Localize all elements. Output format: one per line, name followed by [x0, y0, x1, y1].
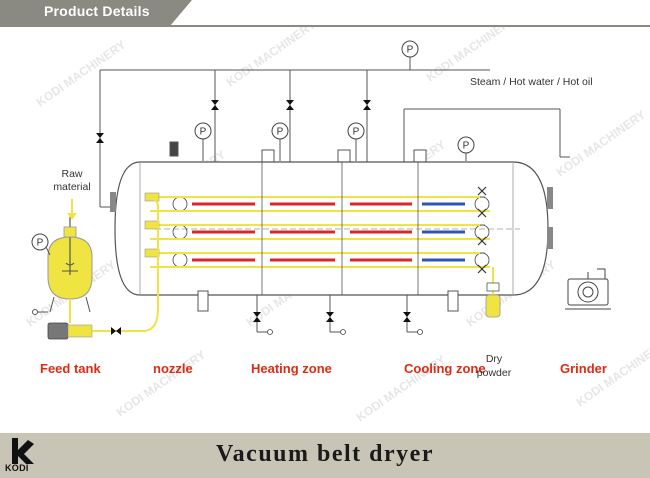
svg-text:KODI MACHINERY: KODI MACHINERY — [224, 27, 319, 89]
svg-text:KODI MACHINERY: KODI MACHINERY — [34, 37, 129, 109]
feed-tank-icon — [47, 217, 93, 313]
heating-zone-label: Heating zone — [251, 361, 332, 376]
valve-icon[interactable] — [403, 312, 411, 322]
valve-icon[interactable] — [326, 312, 334, 322]
logo-icon — [12, 438, 34, 464]
grinder-label: Grinder — [560, 361, 607, 376]
header-tab: Product Details — [0, 0, 192, 26]
header-title: Product Details — [44, 3, 150, 19]
raw-material-label-2: material — [53, 181, 90, 193]
footer-title: Vacuum belt dryer — [216, 441, 434, 467]
grinder-icon — [565, 268, 611, 310]
svg-text:KODI MACHINERY: KODI MACHINERY — [554, 107, 649, 179]
vessel-nozzles — [169, 141, 427, 163]
valve-icon[interactable] — [111, 327, 121, 335]
dry-powder-label-1: Dry — [486, 353, 503, 365]
supply-label: Steam / Hot water / Hot oil — [470, 76, 593, 88]
pressure-gauge-icon — [347, 122, 365, 140]
pump-icon — [47, 322, 93, 340]
pressure-gauge-icon — [31, 233, 49, 251]
header-line — [0, 25, 650, 27]
footer-bar: KODI Vacuum belt dryer — [0, 433, 650, 478]
valve-icon[interactable] — [363, 100, 371, 110]
header-tab-shape — [0, 0, 192, 26]
raw-material-arrow — [67, 199, 77, 220]
pressure-gauge-icon — [271, 122, 289, 140]
raw-material-label-1: Raw — [61, 168, 82, 180]
cooling-zone-label: Cooling zone — [404, 361, 486, 376]
valve-icon[interactable] — [96, 133, 104, 143]
dry-powder-label-2: powder — [477, 367, 512, 379]
vessel-supports — [197, 290, 459, 312]
belt-layers — [144, 162, 490, 295]
nozzle-label: nozzle — [153, 361, 193, 376]
pressure-gauge-icon — [194, 122, 212, 140]
valve-icon[interactable] — [286, 100, 294, 110]
discharge-line — [485, 267, 501, 318]
valve-icon[interactable] — [211, 100, 219, 110]
pressure-gauge-icon — [401, 40, 419, 58]
belt-scrapers — [477, 186, 487, 274]
svg-text:KODI MACHINERY: KODI MACHINERY — [114, 347, 209, 419]
logo-text: KODI — [5, 463, 29, 473]
feed-tank-label: Feed tank — [40, 361, 101, 376]
process-diagram: P KODI MACHINERY KODI MACHINERY KODI MAC… — [24, 27, 650, 424]
cooling-plates — [422, 202, 465, 262]
pressure-gauge-icon — [457, 136, 475, 154]
heating-plates — [192, 202, 412, 262]
vacuum-vessel — [110, 161, 553, 296]
